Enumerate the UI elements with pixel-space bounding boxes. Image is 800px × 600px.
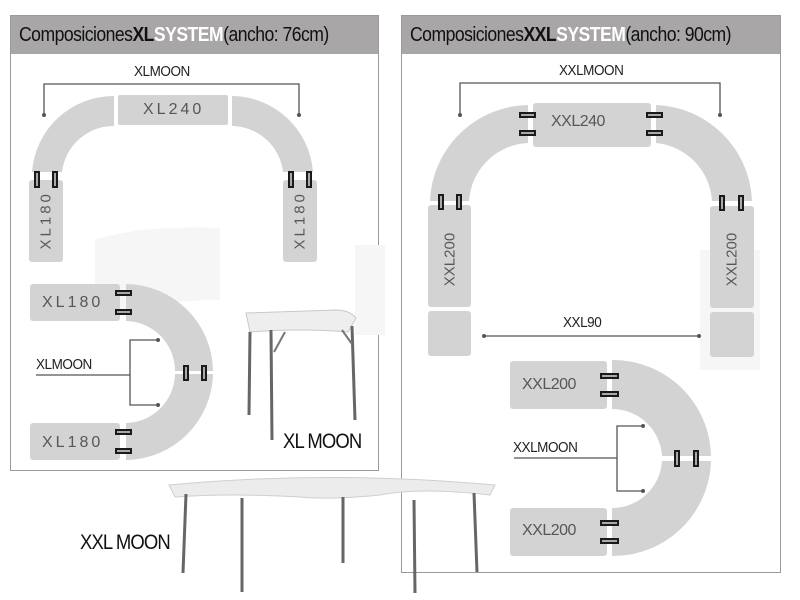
xxl-panel-title: Composiciones XXLSYSTEM (ancho: 90cm) (410, 24, 731, 47)
xl240-table (118, 95, 228, 125)
xxl90-table-right (710, 312, 754, 357)
xxl-moon-left-arch (430, 105, 528, 201)
xl180-right-label: XL180 (291, 191, 309, 250)
xl-moon-left-arch (32, 95, 114, 172)
xxl-system-panel: Composiciones XXLSYSTEM (ancho: 90cm) (401, 15, 781, 573)
xl180-left-label: XL180 (37, 191, 55, 250)
xxl-moon-product-label: XXL MOON (80, 531, 171, 554)
xxl-moon-lower (612, 461, 711, 557)
xl-moon-lower (126, 374, 213, 460)
xl-system-panel: Composiciones XLSYSTEM (ancho: 76cm) (10, 15, 379, 471)
xxl-moon-table-illustration (168, 477, 496, 594)
xxl90-table-left (428, 311, 471, 356)
xl-panel-header: Composiciones XLSYSTEM (ancho: 76cm) (11, 16, 378, 54)
xxl240-table (533, 103, 651, 147)
title-system: SYSTEM (556, 23, 626, 46)
xl240-label: XL240 (143, 101, 205, 118)
xl-u-composition (30, 284, 213, 460)
xl180-table-top (30, 284, 120, 321)
xl180-top-label: XL180 (42, 294, 104, 311)
xxl-moon-right-arch (656, 105, 752, 201)
xxl200-left-label: XXL200 (441, 232, 459, 287)
xxl200-table-bottom (510, 508, 607, 556)
xxl200-table-top (510, 361, 607, 409)
xl180-table-left (29, 180, 63, 262)
xxl-moon-upper (612, 359, 711, 456)
title-width: (ancho: 76cm) (223, 23, 329, 46)
title-prefix: Composiciones (19, 23, 133, 46)
xl-arch-dimension-label: XLMOON (134, 63, 190, 80)
xl-moon-table-illustration (245, 309, 357, 441)
xxl200-right-label: XXL200 (723, 232, 741, 287)
xxl200-top-label: XXL200 (522, 376, 576, 393)
xl-u-dimension-label: XLMOON (36, 356, 92, 373)
xxl200-table-left (428, 205, 471, 307)
xxl200-bottom-label: XXL200 (522, 522, 576, 539)
title-width: (ancho: 90cm) (625, 23, 731, 46)
xxl-u-dimension-label: XXLMOON (513, 439, 578, 456)
xxl240-label: XXL240 (551, 113, 605, 130)
xxl90-span-label: XXL90 (563, 314, 602, 331)
title-series: XL (132, 23, 154, 46)
xl180-bottom-label: XL180 (42, 434, 104, 451)
xxl-u-composition (510, 359, 711, 557)
xl-moon-upper (126, 284, 213, 371)
xl-moon-product-label: XL MOON (283, 430, 362, 453)
xl-moon-right-arch (232, 96, 313, 172)
xl180-table-bottom (30, 423, 120, 460)
xl-arch-composition (29, 83, 317, 262)
xxl200-table-right (710, 206, 754, 308)
xxl-panel-header: Composiciones XXLSYSTEM (ancho: 90cm) (402, 16, 780, 54)
title-series: XXL (523, 23, 557, 46)
title-system: SYSTEM (153, 23, 224, 46)
title-prefix: Composiciones (410, 23, 524, 46)
xxl-arch-dimension-label: XXLMOON (559, 62, 624, 79)
xl-panel-title: Composiciones XLSYSTEM (ancho: 76cm) (19, 24, 329, 47)
xxl-arch-composition (428, 82, 754, 357)
xl180-table-right (283, 180, 317, 262)
